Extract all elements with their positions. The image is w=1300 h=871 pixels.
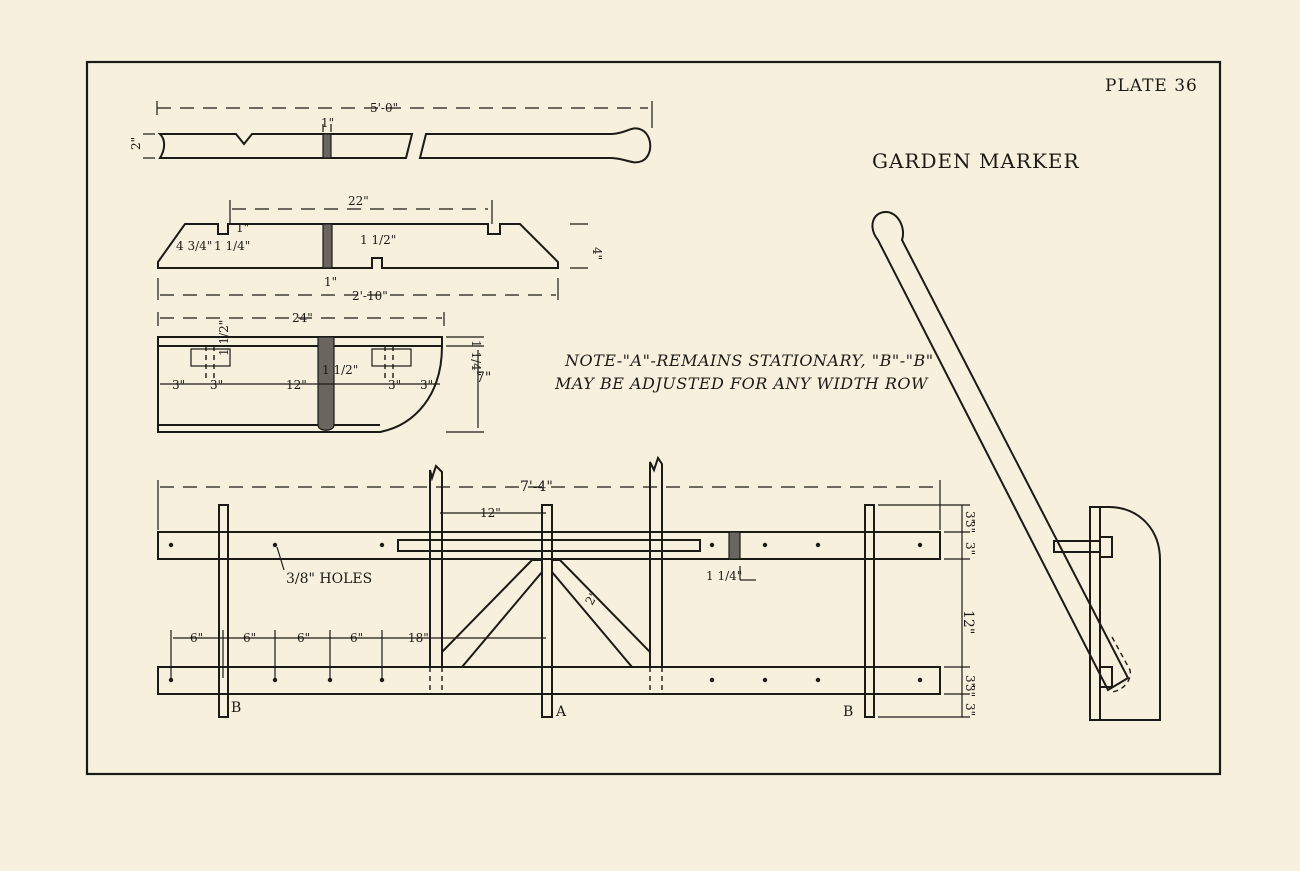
right-dim-1: 3" (963, 511, 977, 524)
overall-length-label: 7'-4" (520, 479, 553, 495)
note-line-2: MAY BE ADJUSTED FOR ANY WIDTH ROW (554, 374, 929, 393)
top-rail-holes (168, 542, 923, 548)
spacing-2: 6" (243, 631, 256, 645)
bottom-rail-holes (168, 677, 923, 683)
spacing-5: 18" (408, 631, 429, 645)
spacing-1: 6" (190, 631, 203, 645)
runner-side-view: 22" 4 3/4" 1 1/4" 1" 1 1/2" 1" 4" 2'-10" (157, 194, 604, 303)
spacing-3: 6" (297, 631, 310, 645)
sled-height-label: 7" (476, 370, 491, 386)
sled-thickness-label: 1 1/4" (469, 340, 483, 376)
plate-label: PLATE 36 (1105, 76, 1198, 96)
left-offset-label: 4 3/4" (176, 239, 212, 253)
notch-width-label: 1 1/4" (214, 239, 250, 253)
handle-width-label: 1" (321, 116, 334, 130)
plan-view: 7'-4" (157, 455, 977, 720)
center-bar-label: 12" (480, 506, 501, 520)
right-dim-4: 12" (960, 610, 976, 634)
sled-spacing-1: 3" (172, 378, 185, 392)
right-dim-3: 3" (963, 542, 977, 555)
right-dim-2: 3" (963, 520, 977, 533)
sled-spacing-5: 3" (420, 378, 433, 392)
label-a: A (555, 704, 567, 720)
handle-length-label: 5'-0" (370, 101, 398, 115)
block-height-label: 1 1/2" (217, 320, 231, 356)
notch-depth-label: 1" (236, 221, 249, 235)
brace-label: 2" (582, 589, 601, 607)
spacing-4: 6" (350, 631, 363, 645)
small-notch-label: 1 1/2" (360, 233, 396, 247)
handle-view: 5'-0" 1" 2" (129, 101, 653, 164)
side-elevation (871, 210, 1161, 721)
right-dim-5: 3" (963, 675, 977, 688)
label-b-left: B (231, 700, 241, 716)
sled-view: 24" 3" 3" 12" 3" 3" 1 1/2" 1 1/2" 1 1/4"… (157, 311, 491, 433)
sled-length-label: 24" (292, 311, 313, 325)
runner-length-label: 2'-10" (352, 289, 388, 303)
holes-label: 3/8" HOLES (286, 571, 372, 587)
label-b-right: B (843, 704, 853, 720)
right-dim-6: 3" (963, 684, 977, 697)
sled-center-label: 1 1/2" (322, 363, 358, 377)
tenon-label: 1" (324, 275, 337, 289)
sled-spacing-2: 3" (210, 378, 223, 392)
notch-spacing-label: 22" (348, 194, 369, 208)
runner-height-label: 4" (590, 247, 604, 260)
right-dim-7: 3" (963, 703, 977, 716)
marker-width-label: 1 1/4" (706, 569, 742, 583)
sled-spacing-3: 12" (286, 378, 307, 392)
sled-spacing-4: 3" (388, 378, 401, 392)
plate-border (85, 60, 1222, 776)
handle-height-label: 2" (129, 137, 143, 150)
note-line-1: NOTE-"A"-REMAINS STATIONARY, "B"-"B" (564, 351, 934, 370)
drawing-title: GARDEN MARKER (872, 149, 1080, 173)
